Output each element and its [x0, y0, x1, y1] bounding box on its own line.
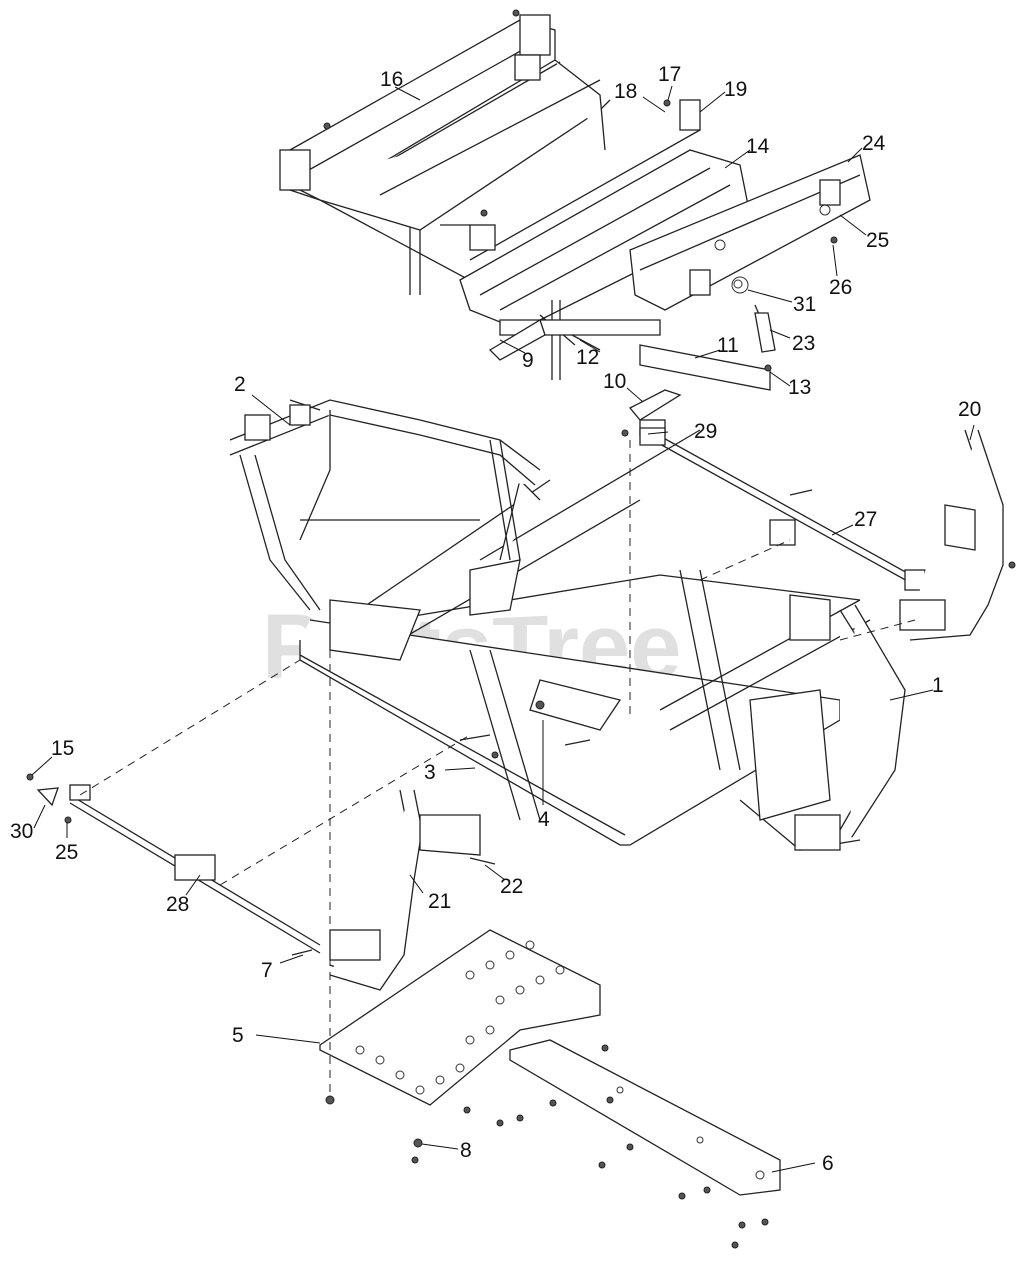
- callout-22: 22: [500, 875, 523, 898]
- leader-lines: [31, 85, 975, 1173]
- callout-5: 5: [232, 1024, 244, 1047]
- callout-2: 2: [234, 373, 246, 396]
- fasteners: [26, 9, 1016, 1249]
- callout-30: 30: [10, 820, 33, 843]
- upper-rack-16: [279, 14, 611, 351]
- callout-13: 13: [788, 376, 811, 399]
- main-frame-1: [299, 429, 906, 851]
- callout-labels: 1 2 3 4 5 6 7 8 9 10 11 12 13 14 15 16 1…: [10, 63, 981, 1175]
- callout-7: 7: [261, 959, 273, 982]
- callout-6: 6: [822, 1152, 834, 1175]
- bracket-21: [329, 789, 481, 991]
- callout-12: 12: [576, 346, 599, 369]
- callout-25-upper: 25: [866, 229, 889, 252]
- callout-21: 21: [428, 890, 451, 913]
- callout-18: 18: [614, 80, 637, 103]
- callout-3: 3: [424, 761, 436, 784]
- rear-panel-24: [629, 154, 871, 341]
- callout-14: 14: [746, 135, 770, 158]
- side-rail-27: [639, 419, 926, 591]
- callout-24: 24: [862, 132, 886, 155]
- callout-31: 31: [793, 293, 816, 316]
- callout-15: 15: [51, 737, 74, 760]
- side-rail-28: [69, 784, 321, 954]
- callout-25-lower: 25: [55, 841, 78, 864]
- callout-27: 27: [854, 508, 877, 531]
- callout-4: 4: [538, 808, 550, 831]
- skid-plate-6: [509, 1039, 781, 1196]
- callout-29: 29: [694, 420, 717, 443]
- callout-23: 23: [792, 332, 815, 355]
- callout-19: 19: [724, 78, 747, 101]
- callout-10: 10: [603, 370, 626, 393]
- callout-26: 26: [829, 276, 852, 299]
- bracket-20: [899, 429, 1004, 641]
- callout-16: 16: [380, 68, 403, 91]
- callout-17: 17: [658, 63, 681, 86]
- callout-28: 28: [166, 893, 189, 916]
- rear-frame-2: [229, 399, 541, 611]
- callout-11: 11: [717, 334, 739, 357]
- callout-1: 1: [932, 674, 944, 697]
- alignment-lines: [79, 440, 916, 1095]
- callout-20: 20: [958, 398, 981, 421]
- small-brackets: [36, 279, 776, 807]
- callout-9: 9: [522, 349, 534, 372]
- skid-plate-5: [319, 929, 601, 1106]
- callout-8: 8: [460, 1139, 472, 1162]
